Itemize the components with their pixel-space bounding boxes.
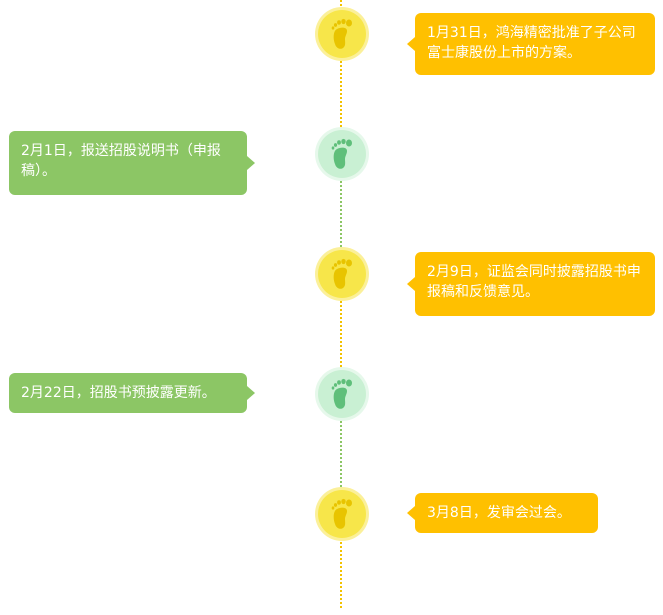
timeline-node <box>318 490 366 538</box>
timeline-node <box>318 10 366 58</box>
timeline-event-text: 2月1日，报送招股说明书（申报稿）。 <box>21 143 221 179</box>
timeline-event-bubble: 1月31日，鸿海精密批准了子公司富士康股份上市的方案。 <box>415 13 655 75</box>
timeline-event-bubble: 2月1日，报送招股说明书（申报稿）。 <box>9 131 247 195</box>
footprint-icon <box>331 138 352 169</box>
timeline-line-segment <box>340 298 342 370</box>
footprint-icon <box>331 498 352 529</box>
timeline-event-text: 1月31日，鸿海精密批准了子公司富士康股份上市的方案。 <box>427 25 636 61</box>
timeline-event-text: 2月22日，招股书预披露更新。 <box>21 385 216 401</box>
timeline-event-bubble: 3月8日，发审会过会。 <box>415 493 598 533</box>
timeline-node <box>318 250 366 298</box>
timeline-event-text: 2月9日，证监会同时披露招股书申报稿和反馈意见。 <box>427 264 641 300</box>
timeline-event-bubble: 2月9日，证监会同时披露招股书申报稿和反馈意见。 <box>415 252 655 316</box>
timeline-event-text: 3月8日，发审会过会。 <box>427 505 571 521</box>
timeline-line-segment <box>340 0 342 10</box>
timeline-event-bubble: 2月22日，招股书预披露更新。 <box>9 373 247 413</box>
footprint-icon <box>331 18 352 49</box>
timeline-line-segment <box>340 58 342 130</box>
timeline-node <box>318 130 366 178</box>
footprint-icon <box>331 258 352 289</box>
timeline-line-segment <box>340 538 342 608</box>
timeline-node <box>318 370 366 418</box>
timeline-line-segment <box>340 418 342 490</box>
timeline-line-segment <box>340 178 342 250</box>
footprint-icon <box>331 378 352 409</box>
